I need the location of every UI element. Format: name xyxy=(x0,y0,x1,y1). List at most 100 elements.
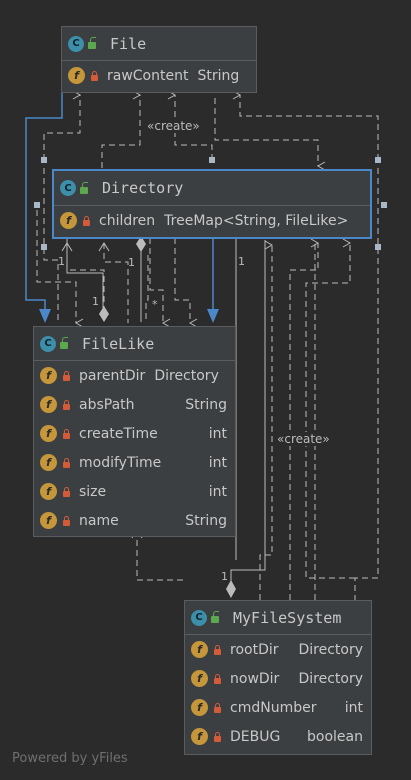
class-directory[interactable]: C Directory f children TreeMap<String, F… xyxy=(52,169,372,239)
edge-dep-4 xyxy=(232,90,379,160)
class-icon: C xyxy=(60,180,76,196)
field-icon: f xyxy=(191,670,208,687)
field-name: DEBUG xyxy=(230,728,281,745)
private-lock-icon xyxy=(214,731,221,742)
class-name: FileLike xyxy=(82,334,155,353)
edge-dep-10 xyxy=(149,238,171,328)
field-type: Directory xyxy=(154,367,219,384)
selection-handle[interactable] xyxy=(381,202,387,208)
field-name: rootDir xyxy=(230,641,279,658)
edge-file-extends-filelike xyxy=(25,90,63,318)
field-row[interactable]: f parentDir Directory xyxy=(34,361,235,390)
field-icon: f xyxy=(191,641,208,658)
field-name: size xyxy=(79,483,107,500)
field-row[interactable]: f modifyTime int xyxy=(34,448,235,477)
footer-credit: Powered by yFiles xyxy=(12,751,128,766)
multiplicity-label: 1 xyxy=(128,256,135,269)
edge-dep-5 xyxy=(214,98,326,171)
multiplicity-label: 1 xyxy=(238,255,245,268)
field-type: boolean xyxy=(307,728,363,745)
edge-dep-16 xyxy=(305,238,355,579)
class-icon: C xyxy=(68,35,84,52)
selection-handle[interactable] xyxy=(375,157,381,163)
public-icon xyxy=(211,611,219,623)
class-myfilesystem[interactable]: C MyFileSystem f rootDir Directory f now… xyxy=(184,600,372,755)
selection-handle[interactable] xyxy=(41,244,47,250)
class-icon: C xyxy=(191,609,207,626)
edge-dep-12 xyxy=(145,255,149,323)
public-icon xyxy=(88,37,96,49)
multiplicity-label: 1 xyxy=(92,295,99,308)
field-type: String xyxy=(185,512,227,529)
field-row[interactable]: f nowDir Directory xyxy=(185,664,371,693)
edge-label-create: «create» xyxy=(276,432,331,446)
class-filelike[interactable]: C FileLike f parentDir Directory f absPa… xyxy=(33,326,236,537)
edge-dep-3 xyxy=(167,90,213,160)
class-header: C FileLike xyxy=(34,327,235,361)
field-row[interactable]: f name String xyxy=(34,506,235,535)
class-name: MyFileSystem xyxy=(233,608,342,627)
field-type: String xyxy=(197,67,240,84)
field-row[interactable]: f DEBUG boolean xyxy=(185,722,371,751)
private-lock-icon xyxy=(63,515,70,526)
edge-dep-17 xyxy=(354,168,379,600)
class-file[interactable]: C File f rawContent String xyxy=(61,26,257,93)
field-row[interactable]: f rootDir Directory xyxy=(185,635,371,664)
field-icon: f xyxy=(40,396,57,413)
edge-dep-1 xyxy=(43,90,82,160)
field-row[interactable]: f absPath String xyxy=(34,390,235,419)
private-lock-icon xyxy=(63,399,70,410)
field-type: int xyxy=(344,699,363,716)
selection-handle[interactable] xyxy=(375,244,381,250)
selection-handle[interactable] xyxy=(209,157,215,163)
field-name: nowDir xyxy=(230,670,280,687)
private-lock-icon xyxy=(214,673,221,684)
edge-filelike-parentdir xyxy=(66,238,104,312)
diamond-myfilesystem xyxy=(226,580,236,598)
private-lock-icon xyxy=(63,486,70,497)
field-type: int xyxy=(208,454,227,471)
field-name: rawContent xyxy=(107,67,189,84)
field-name: name xyxy=(79,512,119,529)
field-row[interactable]: f rawContent String xyxy=(62,61,256,90)
field-name: children xyxy=(99,212,156,229)
field-name: cmdNumber xyxy=(230,699,317,716)
class-name: File xyxy=(110,34,147,53)
class-icon: C xyxy=(40,335,56,352)
edge-dep-7 xyxy=(36,210,84,328)
field-row[interactable]: f createTime int xyxy=(34,419,235,448)
private-lock-icon xyxy=(214,702,221,713)
field-type: int xyxy=(208,425,227,442)
private-lock-icon xyxy=(214,644,221,655)
public-icon xyxy=(60,337,68,349)
field-name: parentDir xyxy=(79,367,146,384)
field-row[interactable]: f cmdNumber int xyxy=(185,693,371,722)
field-icon: f xyxy=(60,212,77,229)
private-lock-icon xyxy=(63,457,70,468)
field-type: int xyxy=(208,483,227,500)
multiplicity-label: 1 xyxy=(58,255,65,268)
selection-handle[interactable] xyxy=(41,157,47,163)
field-name: absPath xyxy=(79,396,135,413)
field-type: TreeMap<String, FileLike> xyxy=(164,212,349,229)
class-header: C Directory xyxy=(54,171,370,206)
edge-dep-11 xyxy=(174,238,198,328)
edge-dep-15 xyxy=(289,238,320,600)
multiplicity-label: 1 xyxy=(221,570,228,583)
selection-handle[interactable] xyxy=(34,202,40,208)
edge-dep-13 xyxy=(136,540,184,581)
multiplicity-label: * xyxy=(152,298,158,311)
field-row[interactable]: f children TreeMap<String, FileLike> xyxy=(54,206,370,235)
private-lock-icon xyxy=(63,428,70,439)
field-type: Directory xyxy=(298,670,363,687)
static-field-icon: f xyxy=(191,728,208,745)
field-type: String xyxy=(185,396,227,413)
private-lock-icon xyxy=(63,370,70,381)
field-icon: f xyxy=(40,454,57,471)
edge-label-create: «create» xyxy=(146,119,201,133)
field-name: modifyTime xyxy=(79,454,162,471)
field-row[interactable]: f size int xyxy=(34,477,235,506)
field-icon: f xyxy=(68,67,85,84)
diamond-filelike xyxy=(99,306,109,322)
